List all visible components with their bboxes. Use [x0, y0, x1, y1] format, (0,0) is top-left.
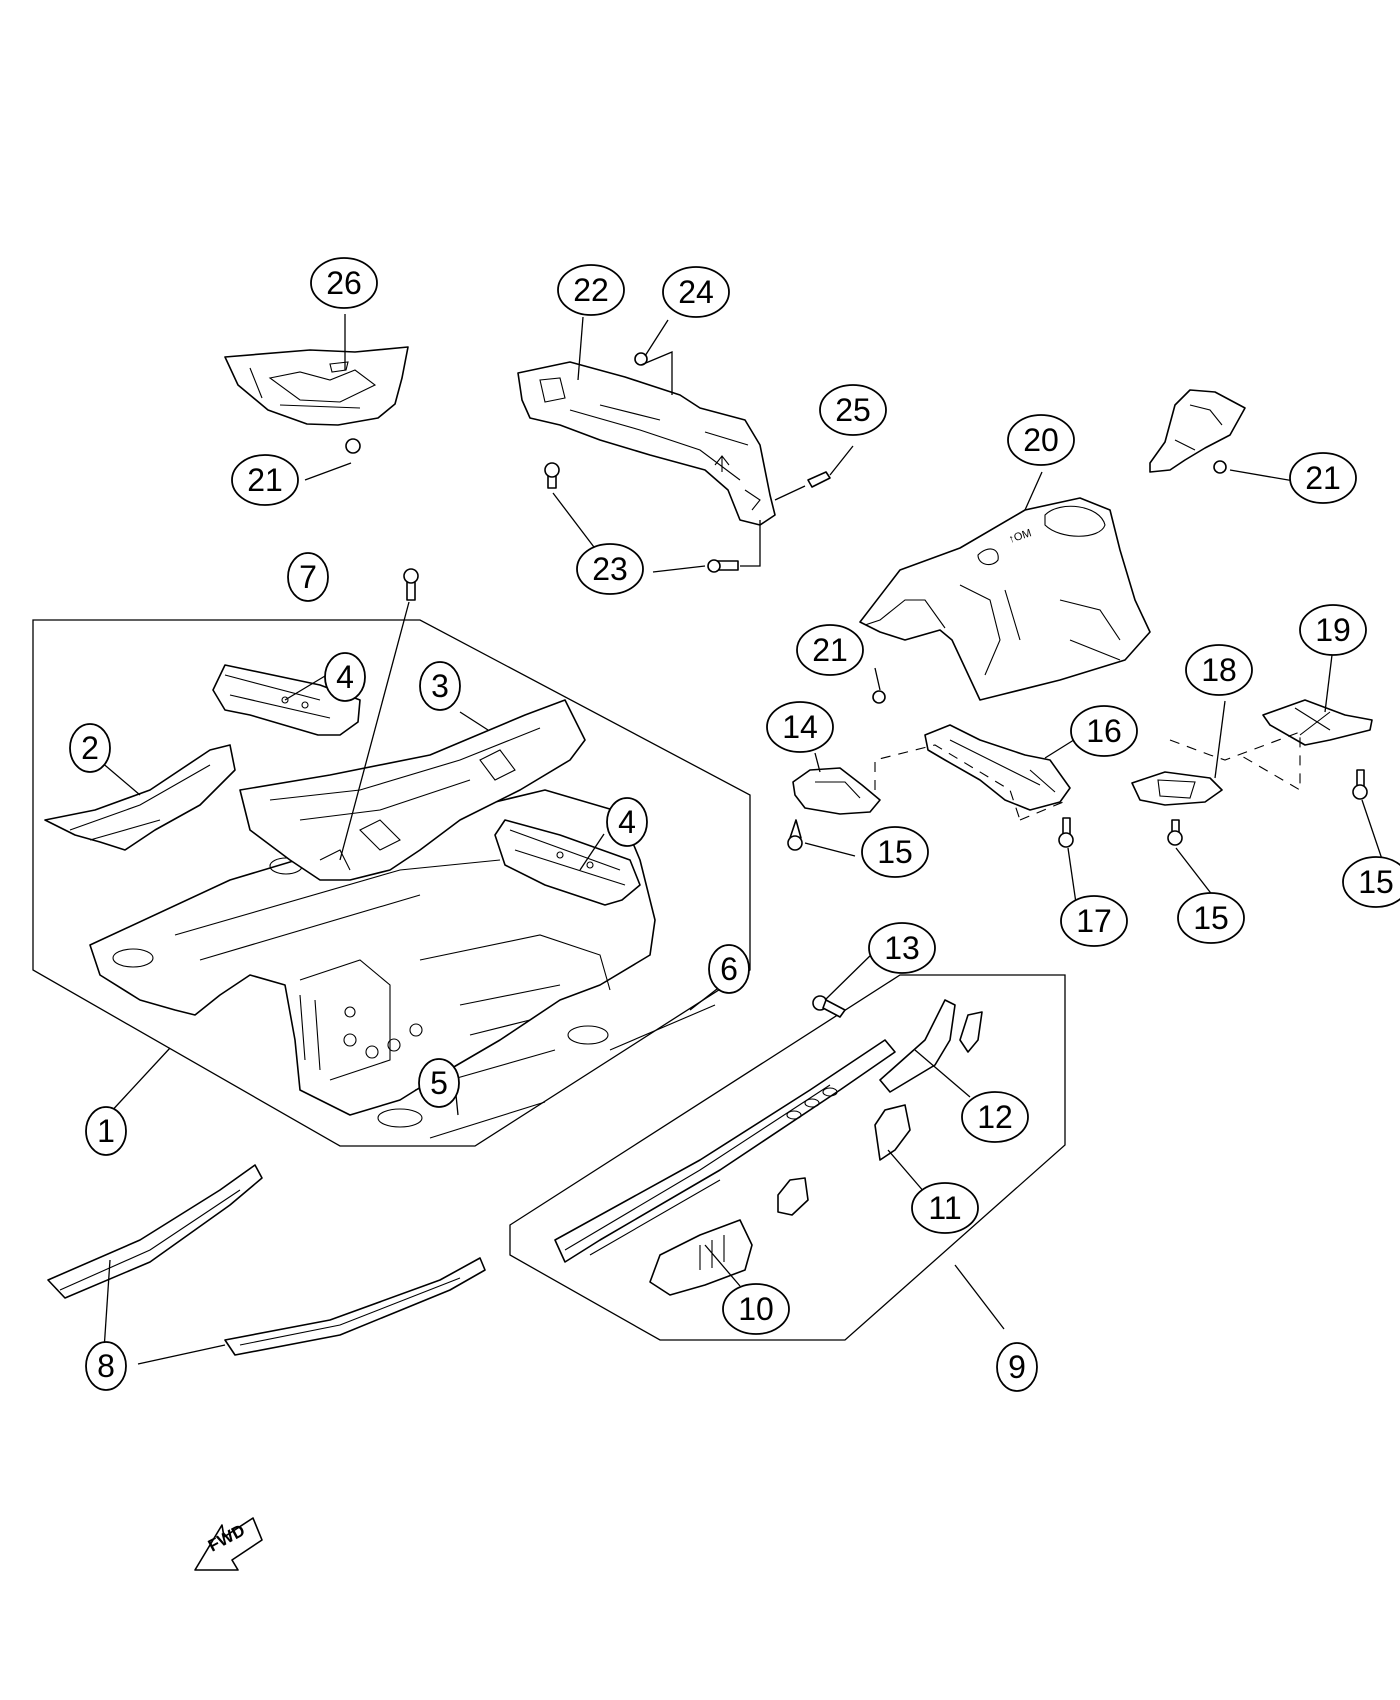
part-21-nut-right	[1213, 460, 1227, 474]
svg-text:7: 7	[299, 559, 317, 595]
callout-19[interactable]: 19	[1299, 604, 1367, 656]
part-15-bolt-left	[787, 819, 803, 851]
part-15-bolt-right	[1352, 769, 1368, 800]
part-6-strip	[609, 1004, 716, 1051]
svg-text:23: 23	[592, 551, 628, 587]
part-13-bolt	[812, 995, 846, 1018]
fwd-direction-arrow: FWD	[194, 1517, 263, 1571]
callout-1[interactable]: 1	[85, 1106, 127, 1156]
svg-text:15: 15	[877, 834, 913, 870]
svg-text:15: 15	[1358, 864, 1394, 900]
part-3-tunnel-brace	[239, 699, 586, 881]
svg-text:1: 1	[97, 1113, 115, 1149]
callout-15[interactable]: 15	[1177, 892, 1245, 944]
callout-17[interactable]: 17	[1060, 895, 1128, 947]
part-21-nut-center	[872, 690, 886, 704]
part-2-rail	[44, 744, 236, 851]
part-7-bolt	[339, 568, 419, 861]
svg-text:2: 2	[81, 730, 99, 766]
callout-20[interactable]: 20	[1007, 414, 1075, 466]
rail-group-frame	[509, 974, 1066, 1341]
callout-13[interactable]: 13	[868, 922, 936, 974]
part-14-bracket	[792, 767, 881, 815]
svg-text:18: 18	[1201, 652, 1237, 688]
part-9-rail	[554, 1039, 896, 1263]
svg-text:21: 21	[247, 462, 283, 498]
svg-text:14: 14	[782, 709, 818, 745]
part-15-bolt-center	[1167, 819, 1183, 846]
svg-text:22: 22	[573, 272, 609, 308]
part-17-bolt	[1058, 817, 1074, 848]
callout-2[interactable]: 2	[69, 723, 111, 773]
svg-text:9: 9	[1008, 1349, 1026, 1385]
part-11-bracket	[777, 1104, 911, 1216]
svg-text:20: 20	[1023, 422, 1059, 458]
callout-9[interactable]: 9	[996, 1342, 1038, 1392]
svg-text:15: 15	[1193, 900, 1229, 936]
svg-text:8: 8	[97, 1348, 115, 1384]
callout-8[interactable]: 8	[85, 1341, 127, 1391]
part-21-bracket-top	[1149, 389, 1246, 473]
callout-21[interactable]: 21	[796, 624, 864, 676]
callout-5[interactable]: 5	[418, 1058, 460, 1108]
callout-18[interactable]: 18	[1185, 644, 1253, 696]
callout-21[interactable]: 21	[231, 454, 299, 506]
callout-6[interactable]: 6	[708, 944, 750, 994]
part-23-bolts	[544, 462, 761, 573]
part-18-plate	[1131, 771, 1223, 806]
callout-21[interactable]: 21	[1289, 452, 1357, 504]
svg-text:25: 25	[835, 392, 871, 428]
floor-pan-group-frame	[32, 619, 751, 1147]
svg-text:19: 19	[1315, 612, 1351, 648]
callout-24[interactable]: 24	[662, 266, 730, 318]
part-4-crossmember-lower	[494, 819, 641, 906]
svg-text:4: 4	[618, 804, 636, 840]
part-10-bracket	[649, 1219, 753, 1296]
part-20-shield: ↑OM	[859, 497, 1151, 701]
svg-text:10: 10	[738, 1291, 774, 1327]
svg-text:4: 4	[336, 659, 354, 695]
callout-12[interactable]: 12	[961, 1091, 1029, 1143]
callout-4[interactable]: 4	[606, 797, 648, 847]
callout-23[interactable]: 23	[576, 543, 644, 595]
callout-15[interactable]: 15	[1342, 856, 1400, 908]
callout-15[interactable]: 15	[861, 826, 929, 878]
svg-text:26: 26	[326, 265, 362, 301]
callout-26[interactable]: 26	[310, 257, 378, 309]
callout-11[interactable]: 11	[911, 1182, 979, 1234]
svg-text:24: 24	[678, 274, 714, 310]
svg-text:11: 11	[928, 1190, 961, 1226]
part-16-crossmember	[924, 724, 1071, 811]
callout-4[interactable]: 4	[324, 652, 366, 702]
part-22-brace	[517, 361, 776, 526]
part-12-gusset	[879, 999, 983, 1093]
svg-text:3: 3	[431, 668, 449, 704]
callout-25[interactable]: 25	[819, 384, 887, 436]
callout-22[interactable]: 22	[557, 264, 625, 316]
callout-14[interactable]: 14	[766, 701, 834, 753]
svg-text:21: 21	[1305, 460, 1341, 496]
part-19-plate	[1262, 699, 1373, 746]
part-4-crossmember-upper	[212, 664, 361, 736]
svg-text:5: 5	[430, 1065, 448, 1101]
part-25-bolt	[774, 471, 831, 501]
callout-16[interactable]: 16	[1070, 705, 1138, 757]
svg-text:17: 17	[1076, 903, 1112, 939]
part-8-sill-upper	[47, 1164, 263, 1299]
svg-text:16: 16	[1086, 713, 1122, 749]
callout-10[interactable]: 10	[722, 1283, 790, 1335]
callout-7[interactable]: 7	[287, 552, 329, 602]
svg-text:6: 6	[720, 951, 738, 987]
part-8-sill-lower	[224, 1257, 486, 1356]
svg-text:13: 13	[884, 930, 920, 966]
svg-text:21: 21	[812, 632, 848, 668]
part-26-panel	[224, 346, 409, 454]
alignment-lines-right	[874, 731, 1301, 821]
part-24-nut	[634, 351, 673, 395]
svg-text:12: 12	[977, 1099, 1013, 1135]
part-1-floor-pan	[89, 789, 656, 1128]
callout-3[interactable]: 3	[419, 661, 461, 711]
